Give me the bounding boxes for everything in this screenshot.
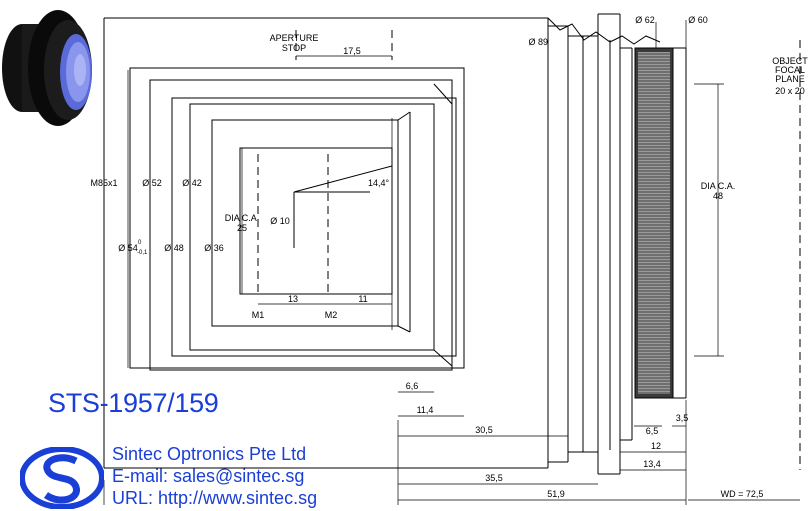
company-name: Sintec Optronics Pte Ltd — [112, 444, 307, 464]
label-m1: M1 — [252, 310, 265, 320]
dim-13: 13 — [288, 294, 298, 304]
object-label-1: OBJECT — [772, 56, 808, 66]
dimension-lines — [103, 20, 800, 505]
dim-d54-tol-upper: 0 — [138, 240, 142, 246]
dia-ca-25-label-1: DIA C.A. — [225, 213, 260, 223]
dim-17-5: 17,5 — [343, 46, 361, 56]
dia-ca-48-label-2: 48 — [713, 191, 723, 201]
dim-13-4: 13,4 — [643, 459, 661, 469]
dia-ca-48-label-1: DIA C.A. — [701, 181, 736, 191]
dim-d89: Ø 89 — [528, 37, 548, 47]
company-info: Sintec Optronics Pte Ltd E-mail: sales@s… — [112, 443, 317, 509]
ray — [293, 165, 393, 248]
object-label-3: PLANE — [775, 74, 805, 84]
lens-product-image — [2, 10, 92, 126]
dim-30-5: 30,5 — [475, 425, 493, 435]
thread-label: M85x1 — [90, 178, 117, 188]
inner-frames — [129, 67, 465, 371]
dim-d52: Ø 52 — [142, 178, 162, 188]
drawing-labels: APERTURE STOP 17,5 Ø 89 Ø 62 Ø 60 OBJECT… — [90, 15, 808, 499]
dim-35-5: 35,5 — [485, 473, 503, 483]
wd-label: WD = 72,5 — [721, 489, 764, 499]
dia-ca-25-label-2: 25 — [237, 223, 247, 233]
part-number: STS-1957/159 — [48, 388, 219, 418]
aperture-stop-label-2: STOP — [282, 43, 306, 53]
dim-3-5: 3,5 — [676, 413, 689, 423]
dim-d60: Ø 60 — [688, 15, 708, 25]
company-email: E-mail: sales@sintec.sg — [112, 466, 305, 486]
dim-6-6: 6,6 — [406, 381, 419, 391]
housing-outline — [103, 13, 687, 475]
center-lines — [257, 30, 801, 470]
dim-12: 12 — [651, 441, 661, 451]
object-label-2: FOCAL — [775, 65, 805, 75]
dim-d42: Ø 42 — [182, 178, 202, 188]
dim-d54-tol-lower: -0,1 — [137, 250, 148, 256]
dim-d48: Ø 48 — [164, 243, 184, 253]
company-url: URL: http://www.sintec.sg — [112, 488, 318, 508]
aperture-stop-label-1: APERTURE — [270, 33, 319, 43]
dim-d54: Ø 54 — [118, 243, 138, 253]
dim-d36: Ø 36 — [204, 243, 224, 253]
dim-11: 11 — [358, 294, 367, 304]
dim-angle: 14,4° — [368, 178, 390, 188]
object-label-4: 20 x 20 — [775, 86, 805, 96]
dim-6-5: 6,5 — [646, 426, 659, 436]
dim-d10: Ø 10 — [270, 216, 290, 226]
dim-51-9: 51,9 — [547, 489, 565, 499]
label-m2: M2 — [325, 310, 338, 320]
sintec-logo — [20, 447, 104, 509]
dim-d62: Ø 62 — [635, 15, 655, 25]
dim-11-4: 11,4 — [417, 405, 434, 415]
